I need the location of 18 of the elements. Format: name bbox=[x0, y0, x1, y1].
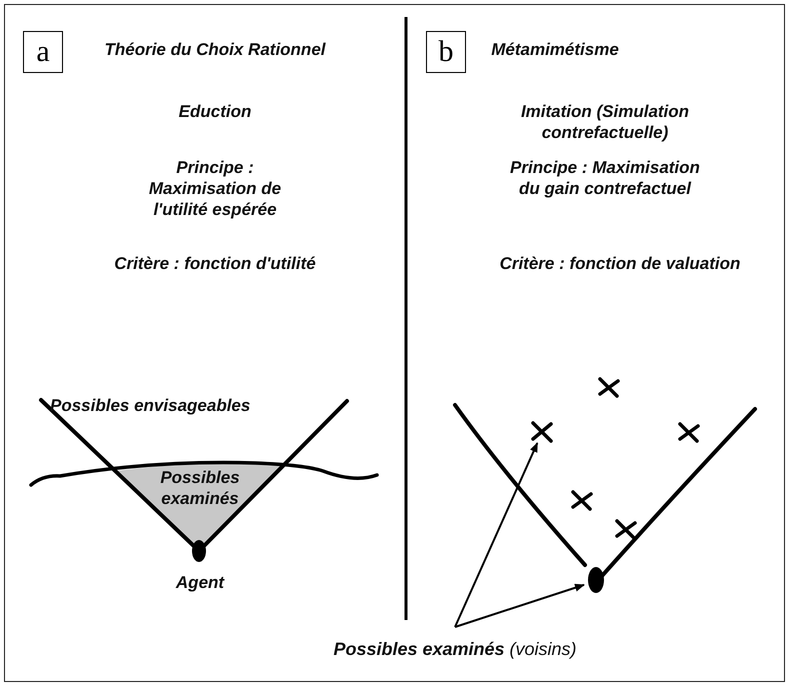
text-label: Possibles examinés bbox=[159, 467, 241, 509]
text-label: Imitation (Simulation contrefactuelle) bbox=[520, 101, 690, 143]
text-label: Théorie du Choix Rationnel bbox=[103, 39, 327, 60]
text-label: Critère : fonction d'utilité bbox=[113, 253, 317, 274]
cross-mark bbox=[530, 420, 554, 444]
text-label: Critère : fonction de valuation bbox=[498, 253, 742, 274]
text-label: Agent bbox=[174, 572, 226, 593]
text-label: Principe : Maximisation de l'utilité espérée bbox=[148, 157, 282, 220]
leader-arrow bbox=[454, 584, 585, 628]
agent-dot bbox=[588, 567, 604, 593]
leader-text: Possibles examinés (voisins) bbox=[305, 637, 605, 661]
text-label: Possibles envisageables bbox=[50, 395, 252, 416]
text-label: Métamimétisme bbox=[490, 39, 620, 60]
leader-arrow bbox=[454, 442, 538, 628]
text-label: Principe : Maximisation du gain contrefactuel bbox=[510, 157, 700, 199]
text-label: Eduction bbox=[178, 101, 252, 122]
panel-letter: b bbox=[426, 31, 466, 73]
panel-letter: a bbox=[23, 31, 63, 73]
